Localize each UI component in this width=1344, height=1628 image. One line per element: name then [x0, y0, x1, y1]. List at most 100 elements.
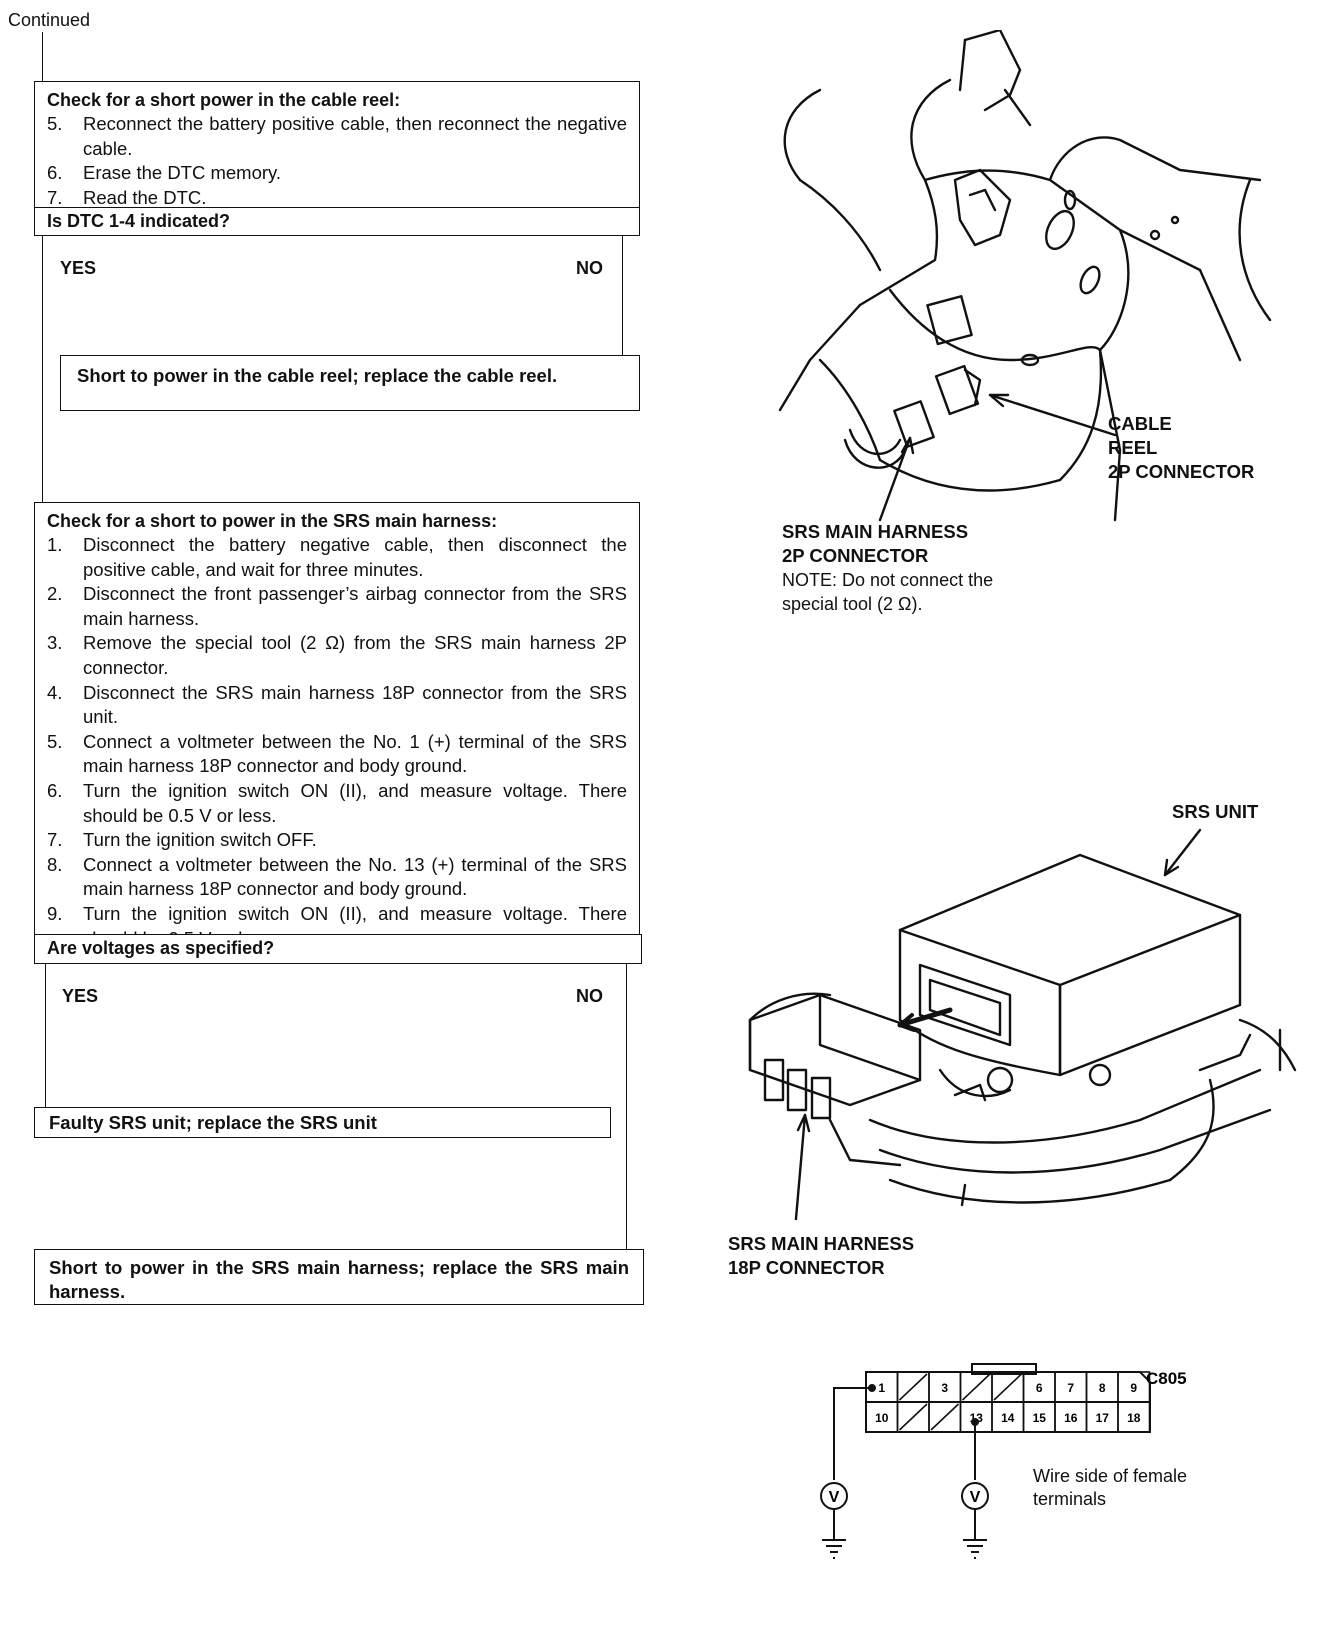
srs-harness-check-title: Check for a short to power in the SRS ma… — [47, 511, 498, 531]
unused-terminal-slash — [993, 1373, 1023, 1401]
cable-reel-result: Short to power in the cable reel; replac… — [60, 355, 640, 411]
step-text: Erase the DTC memory. — [83, 162, 282, 184]
step-number: 8. — [47, 853, 63, 875]
step-item: 4. Disconnect the SRS main harness 18P co… — [47, 681, 627, 730]
step-text: Reconnect the battery positive cable, th… — [83, 113, 627, 159]
label-line: 2P CONNECTOR — [782, 545, 929, 566]
flow-line — [42, 236, 43, 503]
step-number: 7. — [47, 829, 63, 851]
terminal-number: 1 — [878, 1381, 885, 1395]
step-text: Turn the ignition switch ON (II), and me… — [83, 779, 627, 826]
label-line: 2P CONNECTOR — [1108, 461, 1255, 482]
note-line: special tool (2 Ω). — [782, 594, 923, 614]
step-text: Disconnect the battery negative cable, t… — [83, 534, 627, 580]
terminal-number: 9 — [1130, 1381, 1137, 1395]
cable-reel-result-text: Short to power in the cable reel; replac… — [77, 365, 558, 386]
step-number: 4. — [47, 681, 63, 703]
step-item: 6. Erase the DTC memory. — [47, 161, 627, 186]
continued-label: Continued — [8, 10, 91, 30]
voltmeter-symbol: V — [829, 1489, 840, 1506]
cable-reel-check-box: Check for a short power in the cable ree… — [34, 81, 640, 208]
step-item: 5. Reconnect the battery positive cable, … — [47, 112, 627, 161]
step-number: 3. — [47, 632, 63, 654]
terminal-number: 10 — [875, 1411, 889, 1425]
terminal-number: 8 — [1099, 1381, 1106, 1395]
step-number: 6. — [47, 779, 63, 801]
note-line: NOTE: Do not connect the — [782, 570, 994, 590]
label-line: 18P CONNECTOR — [728, 1257, 885, 1278]
flow-line — [42, 32, 43, 82]
no-label: NO — [576, 258, 603, 278]
step-text: Connect a voltmeter between the No. 1 (+… — [83, 730, 627, 777]
label-line: SRS MAIN HARNESS — [782, 521, 969, 542]
harness-short-result-text: Short to power in the SRS main harness; … — [49, 1257, 629, 1302]
step-number: 5. — [47, 113, 63, 134]
terminal-number: 18 — [1127, 1411, 1141, 1425]
unused-terminal-slash — [898, 1403, 928, 1431]
special-tool-note: NOTE: Do not connect the special tool (2… — [782, 568, 993, 616]
step-text: Disconnect the front passenger’s airbag … — [83, 583, 627, 629]
caption-line: terminals — [1033, 1489, 1107, 1509]
step-item: 6. Turn the ignition switch ON (II), and … — [47, 779, 627, 828]
step-number: 1. — [47, 534, 63, 555]
step-item: 1. Disconnect the battery negative cable,… — [47, 533, 627, 582]
step-item: 8. Connect a voltmeter between the No. 13… — [47, 853, 627, 902]
terminal-number: 14 — [1001, 1411, 1015, 1425]
cable-reel-illustration — [778, 30, 1272, 522]
connector-id: C805 — [1146, 1369, 1187, 1388]
harness-short-result: Short to power in the SRS main harness; … — [34, 1249, 644, 1305]
terminal-number: 6 — [1036, 1381, 1043, 1395]
unused-terminal-slash — [898, 1373, 928, 1401]
unused-terminal-slash — [961, 1373, 991, 1401]
terminal-number: 7 — [1067, 1381, 1074, 1395]
label-line: SRS MAIN HARNESS — [728, 1233, 915, 1254]
step-number: 7. — [47, 186, 63, 208]
step-text: Disconnect the SRS main harness 18P conn… — [83, 681, 627, 728]
harness-18p-connector-label: SRS MAIN HARNESS 18P CONNECTOR — [728, 1232, 914, 1280]
faulty-srs-result-text: Faulty SRS unit; replace the SRS unit — [49, 1112, 377, 1133]
faulty-srs-result: Faulty SRS unit; replace the SRS unit — [34, 1107, 611, 1138]
srs-unit-label: SRS UNIT — [1172, 801, 1259, 822]
step-number: 6. — [47, 162, 63, 184]
step-text: Remove the special tool (2 Ω) from the S… — [83, 632, 627, 678]
step-item: 5. Connect a voltmeter between the No. 1 … — [47, 730, 627, 779]
step-number: 9. — [47, 902, 63, 924]
terminal-number: 3 — [941, 1381, 948, 1395]
voltmeter-symbol: V — [970, 1489, 981, 1506]
yes-label: YES — [62, 986, 99, 1006]
step-item: 7. Read the DTC. — [47, 186, 627, 211]
terminal-number: 15 — [1033, 1411, 1047, 1425]
unused-terminal-slash — [930, 1403, 960, 1431]
srs-unit-illustration — [748, 828, 1297, 1220]
step-item: 2. Disconnect the front passenger’s airba… — [47, 582, 627, 631]
label-line: REEL — [1108, 437, 1158, 458]
dtc-question: Is DTC 1-4 indicated? — [34, 207, 640, 236]
step-item: 7. Turn the ignition switch OFF. — [47, 828, 627, 853]
cable-reel-connector-label: CABLE REEL 2P CONNECTOR — [1108, 412, 1254, 484]
flow-line — [45, 964, 46, 1107]
step-text: Read the DTC. — [83, 186, 207, 208]
step-number: 2. — [47, 583, 63, 605]
cable-reel-check-title: Check for a short power in the cable ree… — [47, 90, 401, 110]
label-line: CABLE — [1108, 413, 1172, 434]
yes-label: YES — [60, 258, 97, 278]
step-number: 5. — [47, 730, 63, 752]
step-text: Turn the ignition switch OFF. — [83, 829, 317, 851]
connector-cell — [1117, 1401, 1151, 1433]
terminal-number: 16 — [1064, 1411, 1078, 1425]
srs-harness-check-steps: 1. Disconnect the battery negative cable,… — [35, 533, 639, 955]
step-item: 3. Remove the special tool (2 Ω) from the… — [47, 631, 627, 680]
srs-harness-check-box: Check for a short to power in the SRS ma… — [34, 502, 640, 949]
voltage-question: Are voltages as specified? — [34, 934, 642, 964]
flow-line — [622, 236, 623, 356]
flow-line — [626, 964, 627, 1249]
terminal-number: 17 — [1096, 1411, 1110, 1425]
no-label: NO — [576, 986, 603, 1006]
caption-line: Wire side of female — [1033, 1466, 1188, 1486]
wire-side-caption: Wire side of female terminals — [1033, 1465, 1187, 1511]
harness-2p-connector-label: SRS MAIN HARNESS 2P CONNECTOR — [782, 520, 968, 568]
cable-reel-check-steps: 5. Reconnect the battery positive cable, … — [35, 112, 639, 214]
step-text: Connect a voltmeter between the No. 13 (… — [83, 853, 627, 900]
